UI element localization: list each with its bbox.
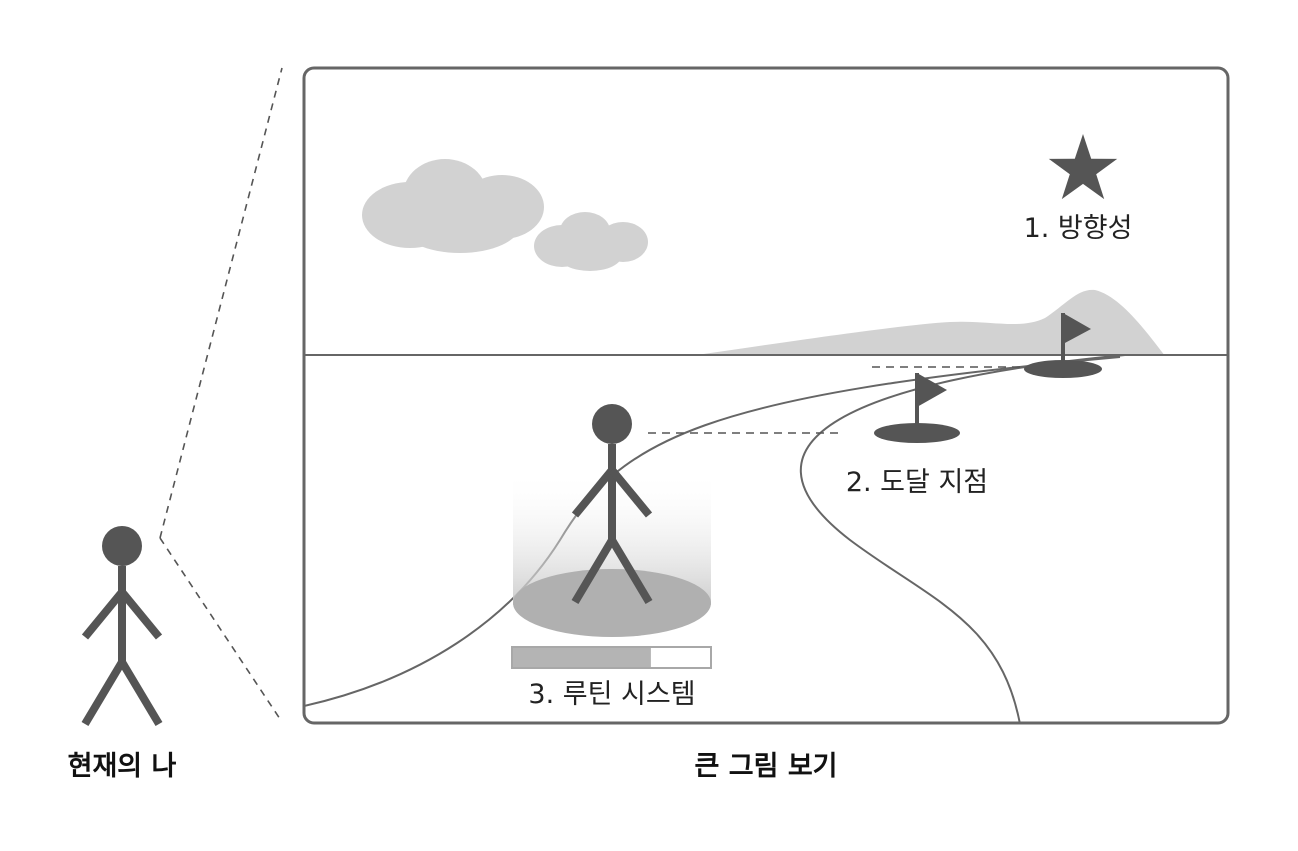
flag-icon-far	[1024, 313, 1102, 378]
current-self-figure	[81, 526, 163, 727]
routine-platform	[513, 569, 711, 637]
flag-icon	[874, 373, 960, 443]
label-direction: 1. 방향성	[1024, 213, 1133, 244]
label-big-picture: 큰 그림 보기	[695, 751, 838, 782]
hill	[690, 289, 1165, 356]
label-current-self: 현재의 나	[68, 751, 177, 782]
perspective-line-bottom	[159, 537, 283, 723]
label-destination: 2. 도달 지점	[846, 467, 988, 498]
perspective-line-top	[159, 67, 283, 539]
perspective-lines	[159, 67, 283, 723]
cloud-large	[362, 159, 544, 253]
star-icon	[1048, 134, 1118, 200]
big-picture-frame	[302, 66, 1230, 725]
big-picture-scene	[304, 134, 1228, 723]
routine-progress-bar	[511, 646, 712, 669]
road-right-edge	[800, 354, 1126, 723]
progress-fill	[513, 648, 651, 667]
label-routine: 3. 루틴 시스템	[528, 679, 695, 710]
current-self-head	[102, 526, 142, 566]
cloud-small	[534, 212, 648, 271]
person-icon	[571, 404, 653, 605]
